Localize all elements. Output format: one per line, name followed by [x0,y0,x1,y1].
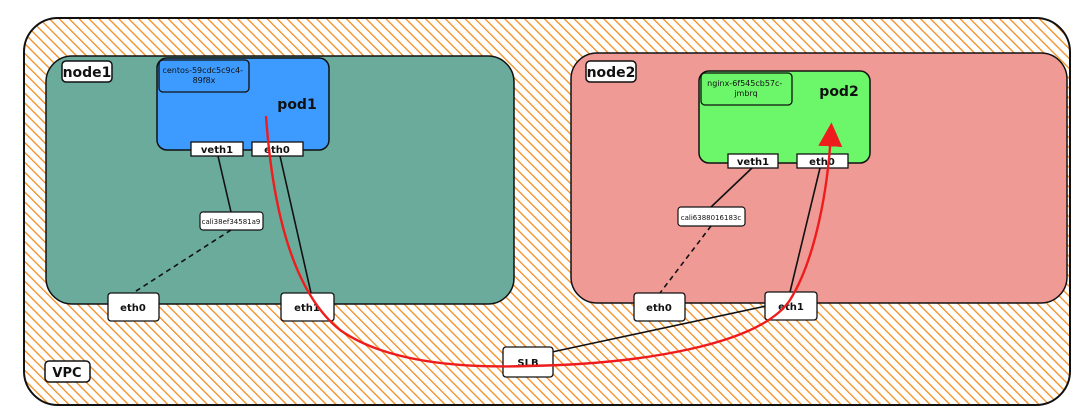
node2-eth1-label: eth1 [778,302,804,313]
pod1-name-box [158,59,250,93]
node2-label: node2 [587,65,636,81]
pod2-eth0-label: eth0 [809,157,835,168]
vpc-label-box [44,360,91,383]
pod2-name-line1: nginx-6f545cb57c- [707,79,782,88]
pod2-name: nginx-6f545cb57c- jmbrq [707,79,785,98]
node2-label-box [585,60,637,83]
pod1-veth1-to-cali-link [217,155,232,213]
pod1-eth0-label: eth0 [264,145,290,156]
pod1-name-line2: 89f8x [193,76,216,85]
pod2-label: pod2 [819,84,858,100]
pod2-eth0-box [796,153,849,169]
pod2-name-box [700,72,793,106]
slb-label: SLB [517,358,538,369]
node2-cali-label: cali6388016183c [681,214,742,222]
node1-eth0-label: eth0 [120,303,146,314]
pod2-veth1-to-cali-link [710,167,753,208]
node1-cali-to-eth0-link [132,229,232,294]
pod1-name: centos-59cdc5c9c4- 89f8x [162,66,245,85]
pod2-veth1-box [727,153,779,169]
node1-label: node1 [63,65,112,81]
node1-eth0-box [107,292,160,322]
pod1-name-line1: centos-59cdc5c9c4- [162,66,243,75]
pod1-eth0-box [251,141,304,157]
node1-group: node1 centos-59cdc5c9c4- 89f8x pod1 veth… [45,55,515,305]
pod1-veth1-box [190,141,244,157]
node1-eth1-box [280,292,335,322]
node2-eth0-box [633,292,686,322]
node1-cali-box [199,211,264,231]
links [132,155,821,353]
pod1-veth1-label: veth1 [201,145,233,156]
node2-eth1-to-slb-link [551,305,767,353]
node1-cali-label: cali38ef34581a9 [202,218,261,226]
pod2-name-line2: jmbrq [733,89,757,98]
node1-eth1-label: eth1 [294,303,320,314]
pod1-label: pod1 [277,97,316,113]
node1-label-box [61,60,113,83]
pod1-eth0-to-eth1-link [279,155,312,294]
node1-interfaces: eth0 eth1 [107,292,335,322]
node2-eth0-label: eth0 [646,303,672,314]
traffic-path [264,115,843,368]
node2-group: node2 nginx-6f545cb57c- jmbrq pod2 veth1… [570,52,1068,304]
pod2-eth0-to-eth1-link [789,167,821,293]
node2-box [570,52,1068,304]
slb-box [502,346,554,378]
pod2-veth1-label: veth1 [737,157,769,168]
vpc-label: VPC [52,366,81,381]
